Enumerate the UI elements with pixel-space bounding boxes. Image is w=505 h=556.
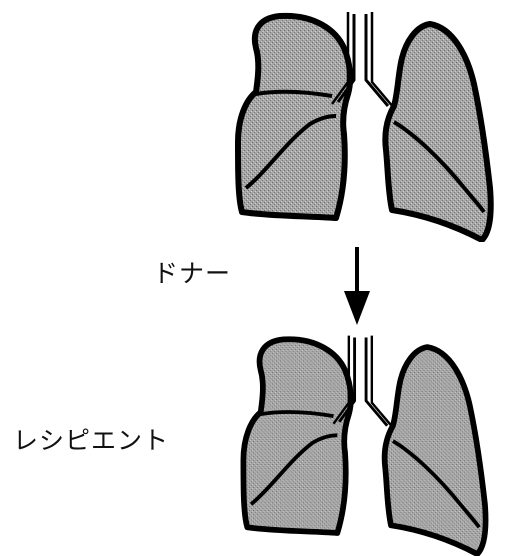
arrow-down-icon [340,247,374,327]
recipient-label: レシピエント [13,428,169,453]
recipient-lungs-icon [228,326,505,556]
donor-label: ドナー [153,261,231,286]
donor-lungs-icon [228,2,505,242]
